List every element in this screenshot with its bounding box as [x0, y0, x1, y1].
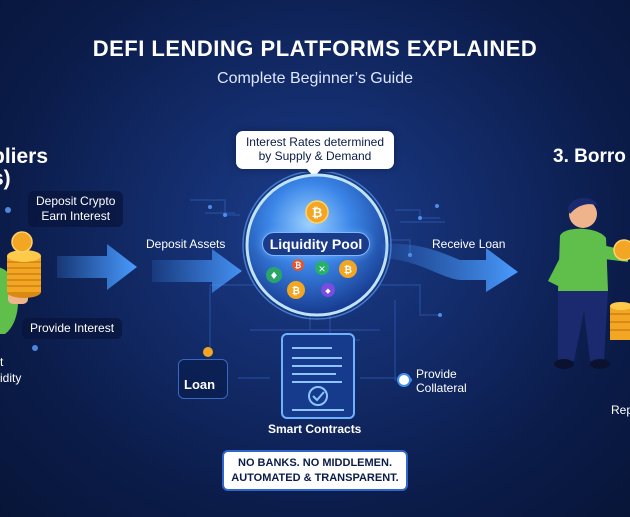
bitcoin-coin-icon: ₿	[305, 200, 329, 224]
repay-label: Rep	[611, 403, 630, 417]
liquidity-line2: idity	[0, 371, 22, 385]
liquidity-pool-title: Liquidity Pool	[262, 232, 370, 256]
svg-text:✕: ✕	[318, 265, 326, 275]
no-banks-callout: NO BANKS. NO MIDDLEMEN. AUTOMATED & TRAN…	[222, 450, 408, 491]
provide-collateral-line2: Collateral	[416, 381, 467, 395]
bitcoin-coin-icon	[613, 239, 630, 261]
suppliers-heading: pliers s)	[0, 146, 48, 190]
svg-text:◆: ◆	[325, 287, 331, 295]
deposit-arrow-left-icon	[57, 244, 137, 290]
provide-interest-label: Provide Interest	[22, 318, 123, 339]
smart-contract-document-icon	[281, 333, 355, 419]
earn-interest-text: Earn Interest	[41, 209, 111, 223]
coin-stack-icon	[7, 231, 41, 298]
smart-contracts-label: Smart Contracts	[268, 422, 362, 436]
collateral-node-icon	[397, 373, 411, 387]
suppliers-heading-line2: s)	[0, 167, 11, 190]
deposit-assets-label: Deposit Assets	[146, 237, 226, 251]
loan-label: Loan	[184, 377, 216, 392]
svg-text:₿: ₿	[312, 206, 323, 221]
supplier-person-illustration	[0, 231, 41, 334]
altcoin-icon: ◆	[321, 283, 335, 297]
svg-text:₿: ₿	[344, 264, 352, 276]
page-title: DEFI LENDING PLATFORMS EXPLAINED	[92, 36, 538, 61]
loan-card	[178, 359, 228, 399]
page-subtitle: Complete Beginner’s Guide	[217, 70, 413, 87]
liquidity-label: t idity	[0, 354, 21, 386]
svg-text:♦: ♦	[270, 271, 279, 282]
bubble-line1: Interest Rates determined	[245, 135, 385, 149]
svg-text:₿: ₿	[295, 261, 302, 270]
bubble-line2: by Supply & Demand	[258, 149, 372, 163]
xrp-coin-icon: ✕	[315, 261, 329, 275]
receive-loan-label: Receive Loan	[432, 237, 506, 251]
suppliers-heading-line1: pliers	[0, 145, 49, 168]
provide-collateral-label: Provide Collateral	[416, 367, 467, 395]
bitcoin-coin-icon: ₿	[287, 281, 305, 299]
bitcoin-coin-icon: ₿	[339, 260, 357, 278]
liquidity-line1: t	[0, 355, 4, 369]
receive-loan-arrow-icon	[382, 243, 518, 292]
deposit-crypto-text: Deposit Crypto	[36, 194, 116, 208]
deposit-crypto-label: Deposit Crypto Earn Interest	[28, 191, 124, 227]
interest-rate-bubble: Interest Rates determined by Supply & De…	[236, 131, 394, 177]
svg-text:₿: ₿	[292, 285, 300, 297]
ethereum-coin-icon: ♦	[266, 267, 282, 283]
loan-dot-icon	[203, 347, 213, 357]
provide-collateral-line1: Provide	[416, 367, 457, 381]
borrowers-heading: 3. Borro	[553, 146, 626, 167]
borrower-person-illustration	[548, 198, 630, 369]
callout-line1: NO BANKS. NO MIDDLEMEN.	[238, 457, 392, 469]
coin-stack-icon	[610, 302, 630, 340]
deposit-assets-arrow-icon	[152, 249, 242, 293]
coin-small-icon: ₿	[292, 259, 304, 271]
callout-line2: AUTOMATED & TRANSPARENT.	[231, 472, 399, 484]
